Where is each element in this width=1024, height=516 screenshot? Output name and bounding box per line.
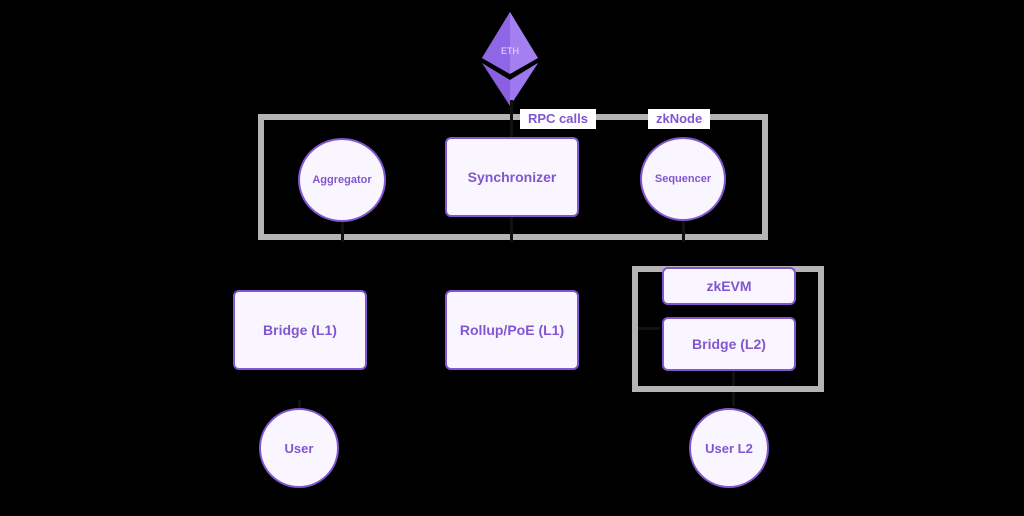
user-up-connector: [298, 400, 301, 414]
rollup-poe-l1-node[interactable]: Rollup/PoE (L1): [445, 290, 579, 370]
sequencer-node[interactable]: Sequencer: [640, 137, 726, 221]
user-node[interactable]: User: [259, 408, 339, 488]
eth-logo-icon: ETH: [482, 12, 538, 106]
bridge-l2-node[interactable]: Bridge (L2): [662, 317, 796, 371]
eth-to-synchronizer-connector: [510, 100, 513, 138]
rollup-to-l2-connector: [634, 327, 660, 330]
zknode-frame: [258, 114, 768, 240]
aggregator-node[interactable]: Aggregator: [298, 138, 386, 222]
aggregator-down-connector: [341, 220, 344, 242]
synchronizer-node[interactable]: Synchronizer: [445, 137, 579, 217]
rpc-calls-label: RPC calls: [520, 109, 596, 129]
user-l2-node[interactable]: User L2: [689, 408, 769, 488]
bridge-l1-node[interactable]: Bridge (L1): [233, 290, 367, 370]
zknode-label: zkNode: [648, 109, 711, 129]
synchronizer-down-connector: [510, 215, 513, 242]
sequencer-down-connector: [682, 220, 685, 242]
zkevm-node[interactable]: zkEVM: [662, 267, 796, 305]
eth-label: ETH: [501, 46, 519, 56]
